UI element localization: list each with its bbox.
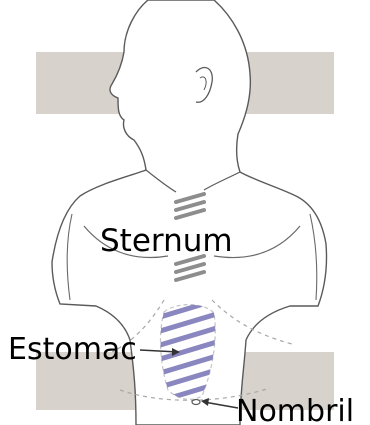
label-sternum: Sternum [100,226,233,257]
label-estomac: Estomac [8,335,137,365]
label-nombril: Nombril [236,397,354,425]
